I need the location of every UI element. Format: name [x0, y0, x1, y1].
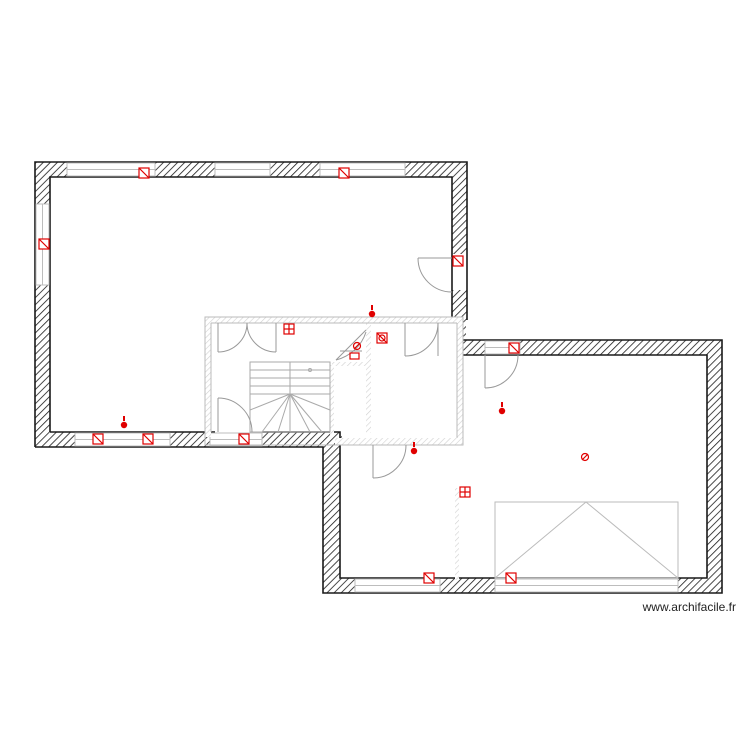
window-north-3: [319, 162, 406, 177]
door-garage-passage: [372, 444, 407, 479]
socket-outlet-icon: [452, 255, 464, 267]
electrical-symbols: [38, 167, 590, 584]
radiator-icon: [459, 486, 471, 498]
door-terrace: [417, 257, 453, 293]
garage-walls: [323, 340, 722, 593]
ceiling-light-icon: [352, 341, 362, 351]
wall-light-icon: [410, 442, 418, 455]
wall-light-icon: [120, 416, 128, 429]
socket-outlet-icon: [138, 167, 150, 179]
window-south-2: [209, 432, 263, 447]
door-wc: [335, 329, 367, 361]
exterior-walls: [34, 161, 723, 594]
radiator-icon: [283, 323, 295, 335]
upper-wing-walls: [35, 162, 467, 447]
window-south-1: [74, 432, 171, 447]
socket-outlet-icon: [142, 433, 154, 445]
door-stair: [217, 397, 253, 433]
socket-outlet-icon: [92, 433, 104, 445]
door-garage-side: [484, 354, 519, 389]
door-closet-double: [217, 322, 277, 353]
windows: [35, 162, 679, 593]
interior-partitions: [204, 316, 464, 580]
garage-vehicle-area: [494, 501, 679, 579]
socket-outlet-icon: [338, 167, 350, 179]
wall-light-icon: [498, 402, 506, 415]
garage-door-opening: [494, 578, 679, 593]
socket-outlet-icon: [508, 342, 520, 354]
window-garage-south: [354, 578, 441, 593]
window-north-1: [66, 162, 156, 177]
ceiling-light-icon: [580, 452, 590, 462]
socket-outlet-icon: [238, 433, 250, 445]
switch-icon: [349, 352, 360, 360]
door-laundry: [404, 322, 439, 357]
doors: [217, 257, 519, 479]
window-north-2: [214, 162, 271, 177]
socket-outlet-icon: [38, 238, 50, 250]
socket-outlet-icon: [423, 572, 435, 584]
staircase: [249, 361, 331, 433]
watermark-text: www.archifacile.fr: [642, 600, 736, 614]
socket-outlet-icon: [505, 572, 517, 584]
wall-light-icon: [368, 305, 376, 318]
socket-outlet-icon: [376, 332, 388, 344]
